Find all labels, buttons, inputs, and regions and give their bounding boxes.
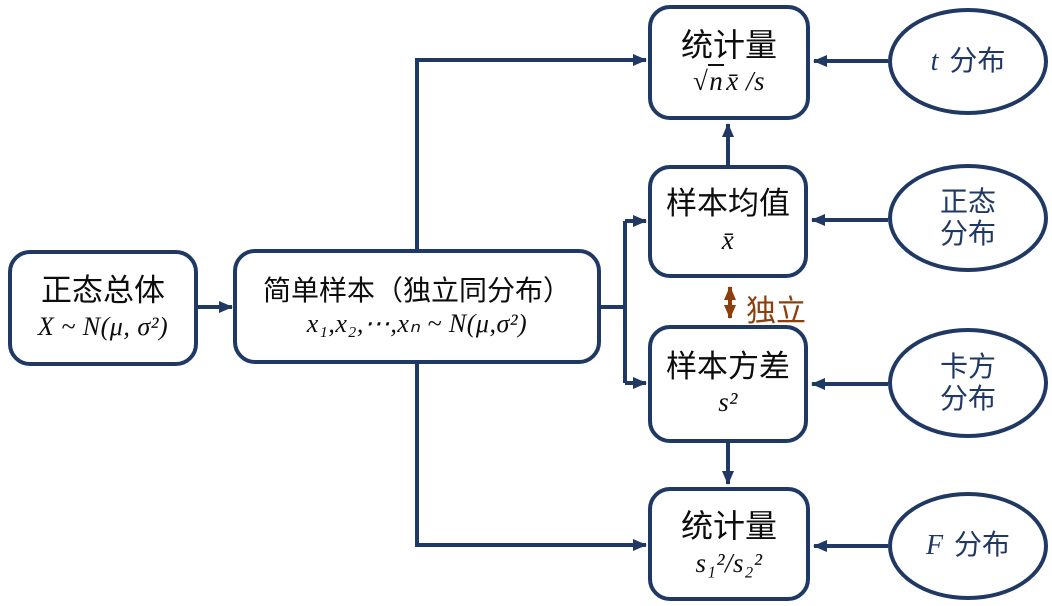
sample-title: 简单样本（独立同分布） (262, 274, 571, 306)
sample-mean-title: 样本均值 (666, 186, 790, 222)
f-statistic-title: 统计量 (680, 508, 777, 545)
chi-square-line1: 卡方 (939, 350, 996, 382)
t-statistic-formula-rest: x̄ /s (726, 66, 766, 97)
population-box: 正态总体 X ~ N(μ, σ²) (8, 250, 198, 366)
f-statistic-box: 统计量 s₁²/s₂² (648, 487, 810, 601)
sample-box: 简单样本（独立同分布） x₁,x₂,⋯,xₙ ~ N(μ,σ²) (233, 249, 601, 364)
sample-formula: x₁,x₂,⋯,xₙ ~ N(μ,σ²) (306, 308, 528, 338)
f-symbol: F (925, 530, 944, 562)
population-title: 正态总体 (41, 273, 165, 309)
independence-label: 独立 (746, 295, 806, 328)
radicand: n (708, 64, 725, 97)
sample-mean-formula: x̄ (721, 224, 735, 255)
chi-square-distribution-ellipse: 卡方 分布 (888, 328, 1048, 438)
arrow-sample-to-f-statistic (415, 364, 647, 551)
sample-variance-formula: s² (718, 387, 738, 418)
t-distribution-text: 分布 (949, 44, 1006, 76)
f-statistic-formula: s₁²/s₂² (695, 547, 763, 578)
sample-mean-box: 样本均值 x̄ (648, 165, 808, 278)
f-distribution-ellipse: F 分布 (888, 492, 1048, 600)
radical-sign: √ (692, 66, 709, 97)
f-distribution-text: 分布 (954, 529, 1011, 561)
t-distribution-label: t 分布 (931, 45, 1006, 78)
t-statistic-title: 统计量 (680, 26, 777, 63)
normal-distribution-line1: 正态 (939, 185, 996, 217)
f-distribution-label: F 分布 (926, 529, 1010, 562)
sample-variance-box: 样本方差 s² (648, 325, 808, 443)
normal-distribution-line2: 分布 (939, 218, 996, 249)
chi-square-line2: 分布 (939, 383, 996, 414)
t-distribution-ellipse: t 分布 (888, 8, 1048, 115)
sample-variance-title: 样本方差 (666, 348, 790, 384)
normal-distribution-ellipse: 正态 分布 (888, 164, 1048, 272)
arrow-sample-to-t-statistic (415, 54, 647, 249)
t-symbol: t (930, 45, 939, 77)
population-formula: X ~ N(μ, σ²) (37, 311, 169, 341)
